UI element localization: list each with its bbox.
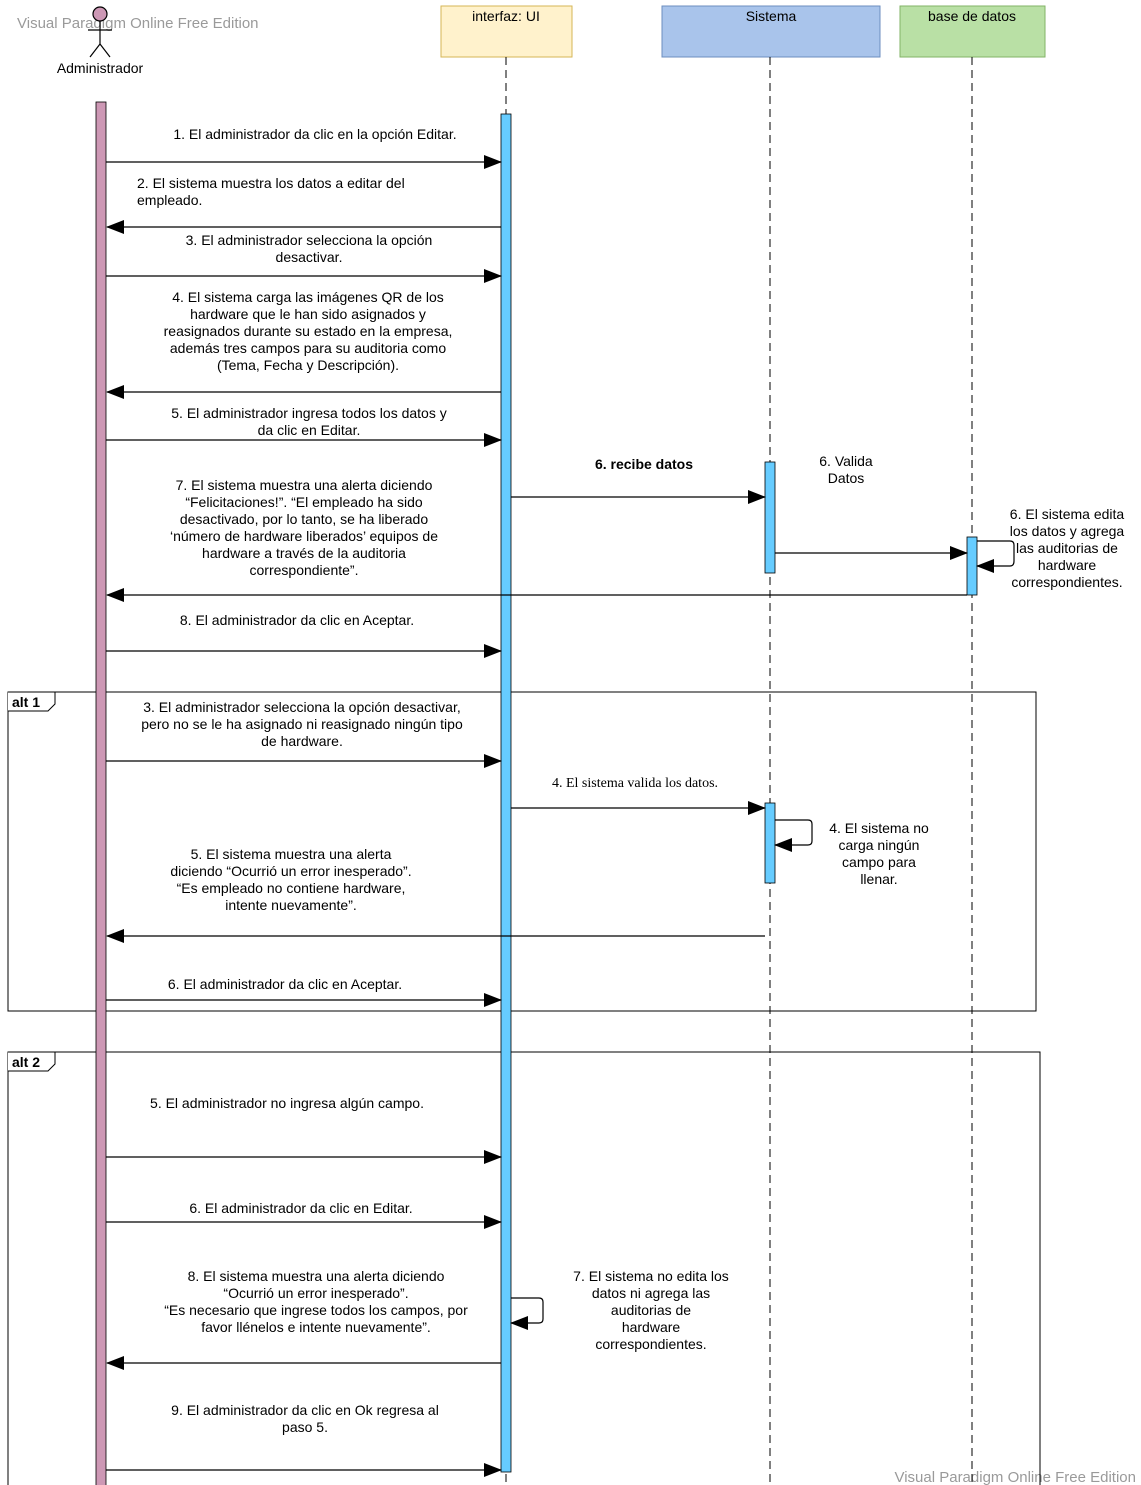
message-label-line: 3. El administrador selecciona la opción — [186, 232, 433, 248]
actor-label: Administrador — [57, 60, 144, 76]
message-label-line: 4. El sistema valida los datos. — [552, 776, 718, 791]
message-label-line: “Es necesario que ingrese todos los camp… — [164, 1302, 468, 1318]
message-label-line: favor llénelos e intente nuevamente”. — [201, 1319, 431, 1335]
message-label-line: 4. El sistema carga las imágenes QR de l… — [172, 289, 444, 305]
message-label-line: hardware que le han sido asignados y — [190, 306, 426, 322]
message-label-line: 9. El administrador da clic en Ok regres… — [171, 1402, 439, 1418]
self-message-arrow — [510, 1297, 544, 1330]
message-label: 3. El administrador selecciona la opción… — [141, 699, 463, 749]
self-message-arrow — [976, 540, 1015, 573]
fragment-label: alt 1 — [12, 694, 40, 710]
message-label-line: 3. El administrador selecciona la opción… — [143, 699, 461, 715]
activation-bar-ui — [500, 113, 512, 1473]
message-label-line: pero no se le ha asignado ni reasignado … — [141, 716, 463, 732]
message-label-line: llenar. — [860, 871, 897, 887]
message-label: 6. El administrador da clic en Editar. — [189, 1200, 412, 1216]
activation-bar-sistema — [764, 461, 776, 574]
message-label-line: 6. recibe datos — [595, 456, 693, 472]
message-label-line: 6. Valida — [819, 453, 873, 469]
message-label: 8. El sistema muestra una alerta diciend… — [164, 1268, 468, 1335]
activation-bar-admin — [95, 101, 107, 1485]
message-label-line: 6. El administrador da clic en Aceptar. — [168, 976, 402, 992]
message-label-line: 4. El sistema no — [829, 820, 929, 836]
message-label-line: de hardware. — [261, 733, 343, 749]
watermark-top: Visual Paradigm Online Free Edition — [17, 15, 259, 32]
message-label-line: ‘número de hardware liberados’ equipos d… — [170, 528, 438, 544]
message-label-line: carga ningún — [839, 837, 920, 853]
message-labels: 1. El administrador da clic en la opción… — [137, 126, 1124, 1435]
watermark-bottom: Visual Paradigm Online Free Edition — [894, 1469, 1136, 1485]
message-label-line: 5. El administrador ingresa todos los da… — [171, 405, 446, 421]
message-label-line: “Es empleado no contiene hardware, — [177, 880, 406, 896]
message-label-line: auditorias de — [611, 1302, 691, 1318]
lifeline-label-db: base de datos — [928, 8, 1016, 24]
message-label-line: 8. El sistema muestra una alerta diciend… — [188, 1268, 445, 1284]
message-label-line: correspondiente”. — [250, 562, 359, 578]
message-label: 4. El sistema valida los datos. — [552, 776, 718, 791]
message-label-line: empleado. — [137, 192, 202, 208]
message-label-line: datos ni agrega las — [592, 1285, 710, 1301]
message-label-line: Datos — [828, 470, 865, 486]
message-label-line: paso 5. — [282, 1419, 328, 1435]
message-label-line: “Ocurrió un error inesperado”. — [223, 1285, 408, 1301]
message-label-line: 6. El sistema edita — [1010, 506, 1125, 522]
message-label: 8. El administrador da clic en Aceptar. — [180, 612, 414, 628]
message-label-line: correspondientes. — [595, 1336, 706, 1352]
message-label-line: reasignados durante su estado en la empr… — [164, 323, 453, 339]
lifeline-header-db — [899, 5, 1046, 58]
message-label-line: desactivar. — [276, 249, 343, 265]
message-label: 1. El administrador da clic en la opción… — [173, 126, 456, 142]
message-label-line: 7. El sistema no edita los — [573, 1268, 729, 1284]
fragment-alt-1: alt 1 — [7, 691, 1037, 1012]
message-label-line: da clic en Editar. — [258, 422, 361, 438]
message-label-line: hardware a través de la auditoria — [202, 545, 406, 561]
message-label-line: 2. El sistema muestra los datos a editar… — [137, 175, 405, 191]
message-label-line: 7. El sistema muestra una alerta diciend… — [176, 477, 433, 493]
fragment-alt-2: alt 2 — [7, 1051, 1041, 1485]
message-label-line: correspondientes. — [1011, 574, 1122, 590]
message-arrows — [106, 155, 1015, 1477]
message-label: 4. El sistema carga las imágenes QR de l… — [164, 289, 453, 373]
activation-bar-db — [966, 536, 978, 596]
message-label: 2. El sistema muestra los datos a editar… — [137, 175, 405, 208]
message-label-line: campo para — [842, 854, 916, 870]
message-label: 9. El administrador da clic en Ok regres… — [171, 1402, 439, 1435]
message-label-line: (Tema, Fecha y Descripción). — [217, 357, 399, 373]
message-label-line: intente nuevamente”. — [225, 897, 357, 913]
message-label-line: diciendo “Ocurrió un error inesperado”. — [170, 863, 411, 879]
message-label-line: las auditorias de — [1016, 540, 1118, 556]
message-label: 5. El administrador ingresa todos los da… — [171, 405, 446, 438]
message-label-line: 6. El administrador da clic en Editar. — [189, 1200, 412, 1216]
message-label-line: desactivado, por lo tanto, se ha liberad… — [180, 511, 428, 527]
message-label-line: “Felicitaciones!”. “El empleado ha sido — [185, 494, 423, 510]
message-label: 6. El administrador da clic en Aceptar. — [168, 976, 402, 992]
message-label-line: hardware — [1038, 557, 1097, 573]
message-label-line: 8. El administrador da clic en Aceptar. — [180, 612, 414, 628]
message-label: 5. El administrador no ingresa algún cam… — [150, 1095, 424, 1111]
message-label-line: los datos y agrega — [1010, 523, 1125, 539]
lifeline-label-ui: interfaz: UI — [472, 8, 540, 24]
lifeline-label-sistema: Sistema — [746, 8, 797, 24]
stick-figure-actor-icon — [88, 6, 112, 58]
message-label-line: hardware — [622, 1319, 681, 1335]
message-label-line: 5. El administrador no ingresa algún cam… — [150, 1095, 424, 1111]
activation-bar-sistema — [764, 802, 776, 884]
message-label: 7. El sistema muestra una alerta diciend… — [170, 477, 438, 578]
message-label: 6. recibe datos — [595, 456, 693, 472]
message-label-line: 5. El sistema muestra una alerta — [191, 846, 392, 862]
lifeline-header-sistema — [661, 5, 881, 58]
message-label-line: 1. El administrador da clic en la opción… — [173, 126, 456, 142]
message-label: 3. El administrador selecciona la opción… — [186, 232, 433, 265]
message-label-line: además tres campos para su auditoria com… — [170, 340, 446, 356]
fragment-label: alt 2 — [12, 1054, 40, 1070]
self-message-arrow — [774, 819, 813, 852]
